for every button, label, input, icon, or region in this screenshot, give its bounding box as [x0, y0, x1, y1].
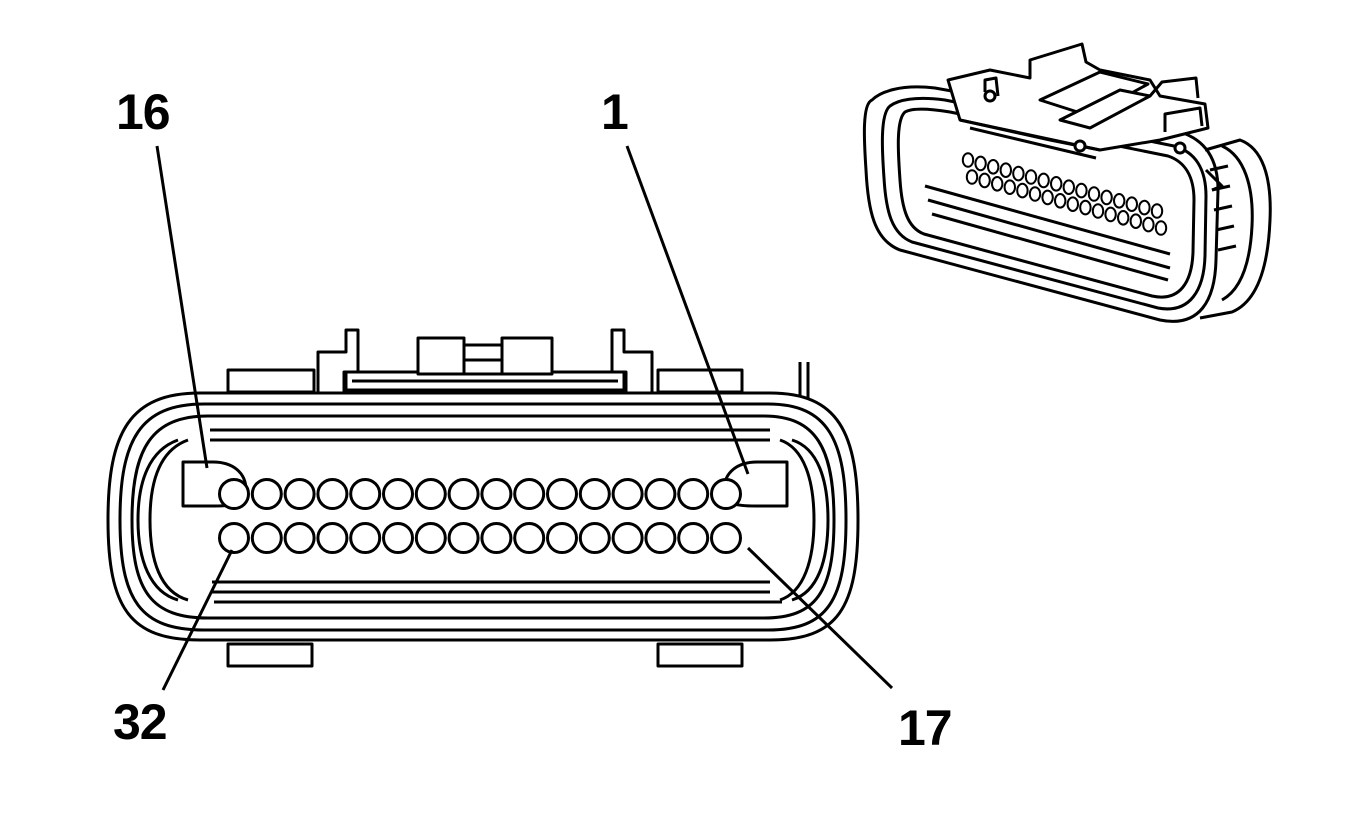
pin-cavity-9 [447, 478, 480, 510]
pin-cavity-25 [447, 522, 480, 554]
perspective-pin [1028, 186, 1042, 202]
pin-cavity-29 [316, 522, 349, 554]
pin-label-1: 1 [601, 84, 629, 140]
perspective-pin [1062, 179, 1076, 195]
perspective-pin-array [961, 152, 1168, 236]
pin-cavity-8 [480, 478, 513, 510]
leader-line-pin-1 [625, 145, 750, 475]
pin-label-17: 17 [898, 700, 953, 756]
perspective-pin [999, 162, 1012, 178]
pin-cavity-27 [382, 522, 414, 554]
pin-cavity-18 [677, 522, 710, 554]
pin-cavity-2 [677, 478, 710, 510]
pin-cavity-14 [283, 478, 316, 510]
perspective-pin [1012, 165, 1025, 182]
connector-perspective-view [862, 42, 1272, 323]
perspective-pin [1113, 193, 1126, 209]
perspective-pin [1129, 213, 1143, 229]
pin-cavity-5 [578, 478, 611, 510]
pin-cavity-24 [480, 522, 513, 554]
leader-line-pin-17 [746, 546, 894, 690]
pin-cavity-11 [382, 478, 414, 510]
perspective-pin [1117, 210, 1130, 226]
pin-row-bottom [218, 522, 742, 554]
perspective-pin [991, 176, 1004, 192]
pin-cavity-23 [513, 522, 546, 554]
perspective-pin [1079, 199, 1092, 216]
perspective-pin [1016, 182, 1029, 199]
pin-row-top [218, 478, 742, 510]
pin-cavity-22 [546, 522, 578, 554]
pin-cavity-7 [513, 478, 546, 510]
pin-cavity-30 [283, 522, 316, 554]
pin-cavity-15 [250, 478, 283, 510]
perspective-pin [987, 159, 1000, 175]
perspective-pin [974, 155, 987, 172]
leader-line-pin-16 [155, 145, 209, 469]
pin-cavity-13 [316, 478, 349, 510]
perspective-pin [1125, 196, 1139, 212]
connector-face-view [106, 145, 894, 691]
pin-cavity-4 [611, 478, 644, 510]
perspective-pin [1091, 203, 1105, 219]
perspective-pin [1142, 216, 1155, 233]
perspective-pin [1037, 172, 1050, 189]
perspective-pin [1050, 176, 1063, 192]
pin-cavity-16 [218, 478, 250, 510]
pin-cavity-26 [414, 522, 447, 554]
pin-cavity-10 [414, 478, 447, 510]
perspective-pin [1003, 179, 1016, 195]
pin-cavity-32 [218, 522, 250, 554]
perspective-pin [1150, 203, 1164, 219]
leader-lines [155, 145, 894, 691]
pin-cavity-12 [349, 478, 382, 510]
perspective-pin [961, 152, 975, 168]
perspective-pin [1087, 186, 1101, 202]
perspective-pin [965, 169, 979, 185]
pin-cavity-19 [644, 522, 677, 554]
perspective-pin [1154, 220, 1168, 236]
perspective-pin [1104, 206, 1117, 223]
leader-line-pin-32 [161, 549, 234, 691]
perspective-pin [1138, 199, 1151, 216]
pin-cavity-31 [250, 522, 283, 554]
pin-cavity-17 [710, 522, 742, 554]
perspective-pin [1100, 189, 1113, 206]
pin-cavity-1 [710, 478, 742, 510]
pin-cavity-6 [546, 478, 578, 510]
perspective-pin [1024, 169, 1038, 185]
pin-cavity-20 [611, 522, 644, 554]
perspective-pin [1041, 189, 1054, 206]
pin-cavity-28 [349, 522, 382, 554]
pin-cavity-21 [578, 522, 611, 554]
perspective-pin [1054, 193, 1067, 209]
perspective-pin [1075, 182, 1088, 199]
perspective-pin [1066, 196, 1080, 212]
pin-cavity-3 [644, 478, 677, 510]
perspective-pin [978, 172, 991, 189]
pin-label-32: 32 [113, 694, 168, 750]
connector-housing [106, 391, 860, 668]
pin-label-16: 16 [116, 84, 171, 140]
